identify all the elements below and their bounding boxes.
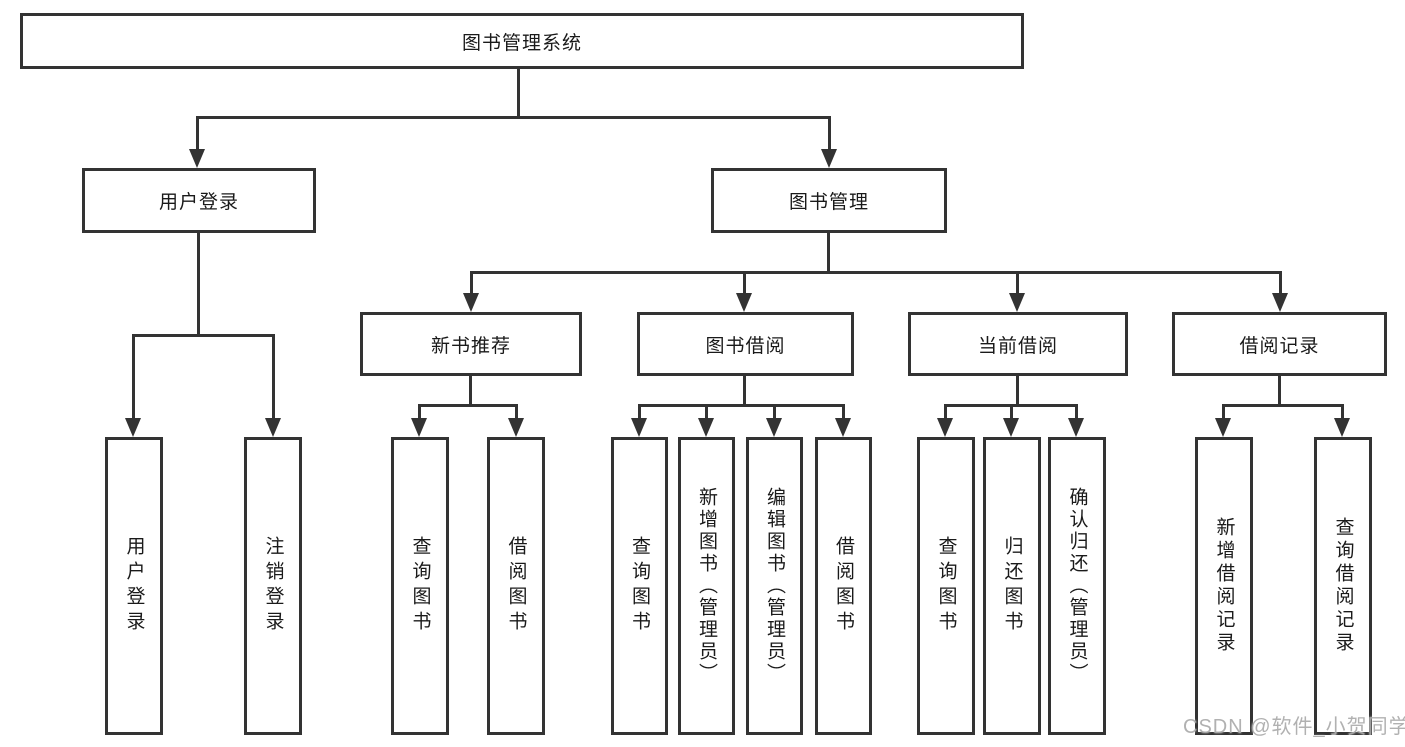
connector-book-mgmt-drop bbox=[828, 116, 831, 152]
arrow-down-icon bbox=[265, 418, 281, 437]
leaf-query-books-borrow: 查询图书 bbox=[611, 437, 668, 735]
connector-recommend-drop bbox=[469, 376, 472, 407]
connector-leaf-drop bbox=[773, 404, 776, 420]
leaf-query-books-current-label: 查询图书 bbox=[935, 536, 957, 636]
connector-current-drop bbox=[1016, 376, 1019, 407]
leaf-query-books-recommend: 查询图书 bbox=[391, 437, 449, 735]
leaf-add-borrow-record-label: 新增借阅记录 bbox=[1213, 517, 1235, 655]
leaf-borrow-book-label: 借阅图书 bbox=[833, 536, 854, 636]
connector-recommend-branch bbox=[418, 404, 518, 407]
connector-records-drop bbox=[1278, 376, 1281, 407]
node-book-borrow: 图书借阅 bbox=[637, 312, 854, 376]
leaf-edit-book-admin: 编辑图书（管理员） bbox=[746, 437, 803, 735]
connector-level3-drop bbox=[1016, 271, 1019, 296]
arrow-down-icon bbox=[835, 418, 851, 437]
arrow-down-icon bbox=[1068, 418, 1084, 437]
connector-leaf-drop bbox=[515, 404, 518, 420]
leaf-confirm-return-admin-label: 确认归还（管理员） bbox=[1066, 487, 1088, 685]
arrow-down-icon bbox=[631, 418, 647, 437]
arrow-down-icon bbox=[125, 418, 141, 437]
arrow-down-icon bbox=[463, 293, 479, 312]
connector-leaf-drop bbox=[944, 404, 947, 420]
arrow-down-icon bbox=[1334, 418, 1350, 437]
node-book-management: 图书管理 bbox=[711, 168, 947, 233]
arrow-down-icon bbox=[508, 418, 524, 437]
arrow-down-icon bbox=[1215, 418, 1231, 437]
leaf-user-login: 用户登录 bbox=[105, 437, 163, 735]
connector-mgmt-subtree-drop bbox=[827, 233, 830, 274]
leaf-add-borrow-record: 新增借阅记录 bbox=[1195, 437, 1253, 735]
connector-level3-drop bbox=[743, 271, 746, 296]
leaf-query-books-borrow-label: 查询图书 bbox=[629, 536, 650, 636]
leaf-query-books-recommend-label: 查询图书 bbox=[409, 536, 431, 636]
leaf-borrow-books-recommend: 借阅图书 bbox=[487, 437, 545, 735]
leaf-borrow-books-recommend-label: 借阅图书 bbox=[505, 536, 527, 636]
connector-leaf-drop bbox=[842, 404, 845, 420]
connector-borrow-branch bbox=[638, 404, 845, 407]
leaf-add-book-admin-label: 新增图书（管理员） bbox=[696, 487, 717, 685]
arrow-down-icon bbox=[1272, 293, 1288, 312]
arrow-down-icon bbox=[766, 418, 782, 437]
connector-level2-branch bbox=[196, 116, 831, 119]
node-current-borrow: 当前借阅 bbox=[908, 312, 1128, 376]
node-borrow-records: 借阅记录 bbox=[1172, 312, 1387, 376]
arrow-down-icon bbox=[736, 293, 752, 312]
leaf-return-book-label: 归还图书 bbox=[1001, 536, 1023, 636]
connector-level3-branch bbox=[470, 271, 1282, 274]
leaf-query-borrow-record-label: 查询借阅记录 bbox=[1332, 517, 1354, 655]
arrow-down-icon bbox=[1009, 293, 1025, 312]
connector-user-login-drop bbox=[196, 116, 199, 152]
leaf-add-book-admin: 新增图书（管理员） bbox=[678, 437, 735, 735]
arrow-down-icon bbox=[189, 149, 205, 168]
connector-borrow-drop bbox=[743, 376, 746, 407]
connector-leaf-drop bbox=[1075, 404, 1078, 420]
connector-level3-drop bbox=[470, 271, 473, 296]
connector-leaf-drop bbox=[638, 404, 641, 420]
leaf-query-books-current: 查询图书 bbox=[917, 437, 975, 735]
connector-root-drop bbox=[517, 69, 520, 118]
node-new-book-recommend: 新书推荐 bbox=[360, 312, 582, 376]
connector-leaf-drop bbox=[272, 334, 275, 420]
node-new-book-recommend-label: 新书推荐 bbox=[430, 335, 511, 357]
node-user-login-label: 用户登录 bbox=[158, 192, 239, 213]
connector-records-branch bbox=[1222, 404, 1343, 407]
leaf-user-login-label: 用户登录 bbox=[123, 536, 145, 636]
arrow-down-icon bbox=[821, 149, 837, 168]
arrow-down-icon bbox=[1003, 418, 1019, 437]
leaf-logout-label: 注销登录 bbox=[262, 536, 284, 636]
leaf-logout: 注销登录 bbox=[244, 437, 302, 735]
connector-user-leaves-branch bbox=[132, 334, 275, 337]
connector-leaf-drop bbox=[132, 334, 135, 420]
leaf-return-book: 归还图书 bbox=[983, 437, 1041, 735]
connector-leaf-drop bbox=[1341, 404, 1344, 420]
connector-leaf-drop bbox=[1222, 404, 1225, 420]
node-root: 图书管理系统 bbox=[20, 13, 1024, 69]
connector-user-subtree-drop bbox=[197, 233, 200, 337]
leaf-edit-book-admin-label: 编辑图书（管理员） bbox=[764, 487, 785, 685]
node-book-borrow-label: 图书借阅 bbox=[705, 335, 786, 357]
connector-level3-drop bbox=[1279, 271, 1282, 296]
node-root-label: 图书管理系统 bbox=[461, 32, 582, 54]
connector-leaf-drop bbox=[418, 404, 421, 420]
leaf-query-borrow-record: 查询借阅记录 bbox=[1314, 437, 1372, 735]
arrow-down-icon bbox=[698, 418, 714, 437]
csdn-watermark: CSDN @软件_小贺同学 bbox=[1183, 716, 1405, 738]
node-user-login: 用户登录 bbox=[82, 168, 316, 233]
node-book-management-label: 图书管理 bbox=[788, 192, 869, 213]
connector-leaf-drop bbox=[1010, 404, 1013, 420]
arrow-down-icon bbox=[937, 418, 953, 437]
leaf-confirm-return-admin: 确认归还（管理员） bbox=[1048, 437, 1106, 735]
leaf-borrow-book: 借阅图书 bbox=[815, 437, 872, 735]
connector-leaf-drop bbox=[705, 404, 708, 420]
node-current-borrow-label: 当前借阅 bbox=[977, 335, 1058, 357]
node-borrow-records-label: 借阅记录 bbox=[1239, 335, 1320, 357]
arrow-down-icon bbox=[411, 418, 427, 437]
